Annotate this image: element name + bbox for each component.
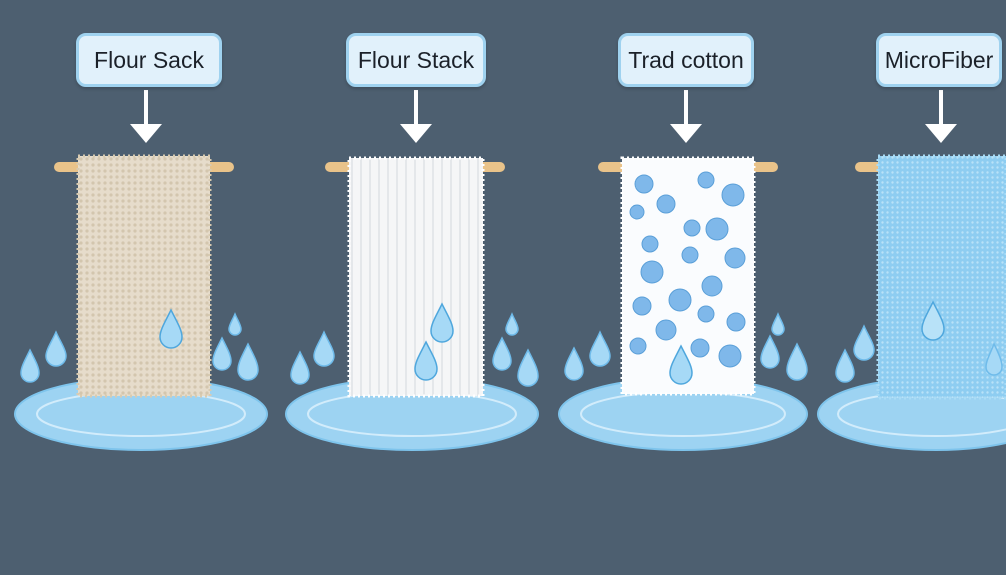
towel: [76, 154, 212, 398]
water-drop: [414, 340, 438, 381]
water-drop: [45, 330, 67, 367]
panel-microfiber: [817, 90, 1006, 451]
water-drop: [853, 324, 875, 361]
water-drop: [771, 312, 785, 336]
water-drop: [430, 302, 454, 343]
cotton-tufts: [629, 171, 746, 368]
water-drop: [835, 348, 855, 383]
water-drop: [669, 344, 693, 385]
water-drop: [228, 312, 242, 336]
water-drop: [564, 346, 584, 381]
water-drop: [313, 330, 335, 367]
water-drop: [20, 348, 40, 383]
panel-flour-sack: [14, 90, 268, 451]
down-arrow: [130, 90, 162, 143]
label-flour-stack: Flour Stack: [346, 33, 486, 87]
down-arrow: [400, 90, 432, 143]
towel: [876, 154, 1006, 400]
panel-trad-cotton: [558, 90, 808, 451]
panel-flour-stack: [285, 90, 539, 451]
label-flour-sack: Flour Sack: [76, 33, 222, 87]
water-drop: [237, 342, 259, 381]
water-drop: [760, 334, 780, 369]
down-arrow: [670, 90, 702, 143]
towel: [347, 156, 485, 398]
water-drop: [212, 336, 232, 371]
water-drop: [589, 330, 611, 367]
label-trad-cotton: Trad cotton: [618, 33, 754, 87]
water-drop: [786, 342, 808, 381]
label-microfiber: MicroFiber: [876, 33, 1002, 87]
water-drop: [159, 308, 183, 349]
water-drop: [517, 348, 539, 387]
water-drop: [985, 342, 1003, 376]
water-drop: [290, 350, 310, 385]
water-drop: [492, 336, 512, 371]
water-drop: [921, 300, 945, 341]
water-drop: [505, 312, 519, 336]
down-arrow: [925, 90, 957, 143]
